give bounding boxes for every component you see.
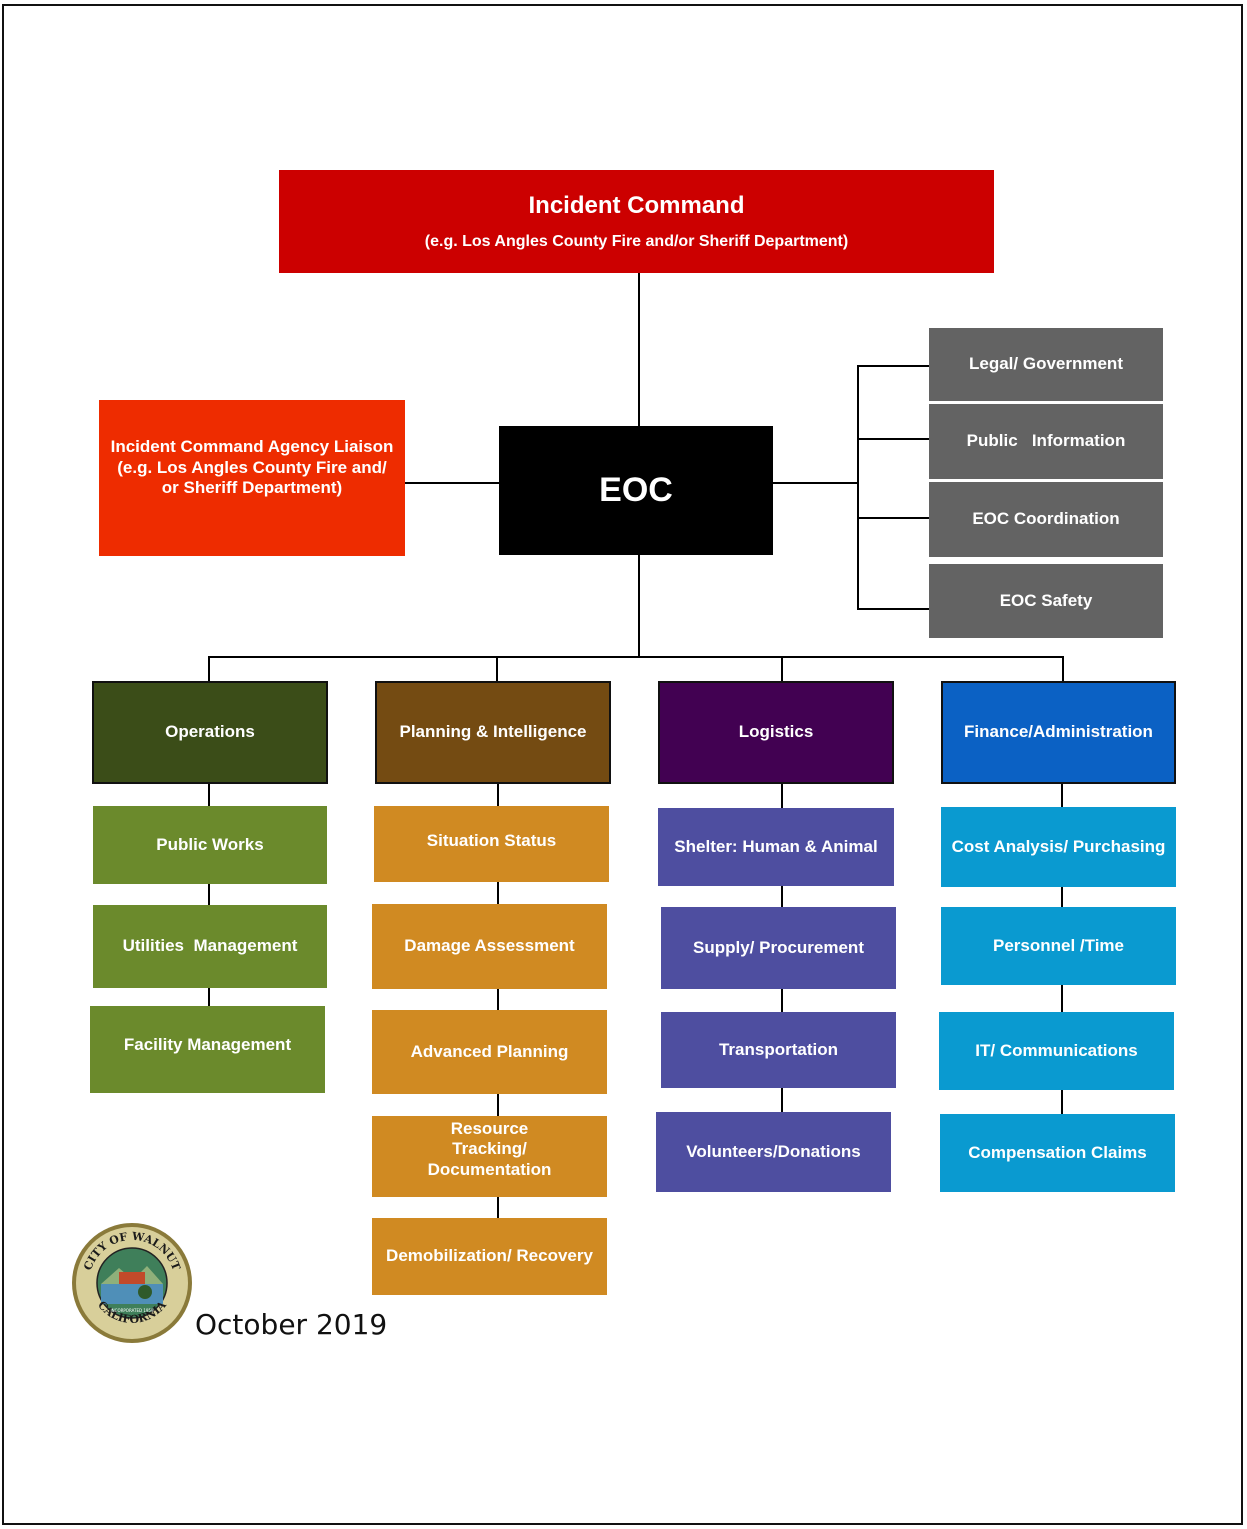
connector-eoc-sections xyxy=(638,554,640,658)
section-planning-intelligence: Planning & Intelligence xyxy=(375,681,611,784)
liaison-line-1: Incident Command Agency Liaison xyxy=(110,437,394,457)
unit-public-works: Public Works xyxy=(93,806,327,884)
seal-incorporated: INCORPORATED 1959 xyxy=(111,1308,154,1313)
unit-label: Resource Tracking/ Documentation xyxy=(427,1118,552,1179)
incident-command-box: Incident Command (e.g. Los Angles County… xyxy=(279,170,994,273)
unit-label: IT/ Communications xyxy=(975,1040,1138,1060)
connector-ic-eoc xyxy=(638,272,640,427)
staff-legal-government: Legal/ Government xyxy=(929,328,1163,401)
unit-facility-management: Facility Management xyxy=(90,1006,325,1093)
agency-liaison-box: Incident Command Agency Liaison (e.g. Lo… xyxy=(99,400,405,556)
section-label: Planning & Intelligence xyxy=(399,722,587,742)
unit-label: Volunteers/Donations xyxy=(686,1141,861,1161)
unit-label: Demobilization/ Recovery xyxy=(386,1246,593,1266)
connector-liaison-eoc xyxy=(405,482,500,484)
unit-label: Public Works xyxy=(156,834,264,854)
connector-eoc-staff xyxy=(773,482,858,484)
unit-cost-analysis-purchasing: Cost Analysis/ Purchasing xyxy=(941,807,1176,887)
eoc-box: EOC xyxy=(499,426,773,555)
incident-command-title: Incident Command xyxy=(528,191,745,219)
staff-public-information: Public Information xyxy=(929,404,1163,479)
unit-label: Facility Management xyxy=(123,1035,292,1055)
unit-damage-assessment: Damage Assessment xyxy=(372,904,607,989)
unit-compensation-claims: Compensation Claims xyxy=(940,1114,1175,1192)
incident-command-subtitle: (e.g. Los Angles County Fire and/or Sher… xyxy=(424,233,849,251)
unit-it-communications: IT/ Communications xyxy=(939,1012,1174,1090)
liaison-line-3: or Sheriff Department) xyxy=(161,478,343,498)
connector-staff-vertical xyxy=(857,365,859,610)
unit-situation-status: Situation Status xyxy=(374,806,609,882)
unit-label: Utilities Management xyxy=(122,936,298,956)
unit-transportation: Transportation xyxy=(661,1012,896,1088)
liaison-line-2: (e.g. Los Angles County Fire and/ xyxy=(117,457,387,477)
staff-eoc-coordination: EOC Coordination xyxy=(929,482,1163,557)
unit-advanced-planning: Advanced Planning xyxy=(372,1010,607,1094)
unit-label: Supply/ Procurement xyxy=(693,937,864,957)
staff-label: Legal/ Government xyxy=(969,354,1123,374)
staff-label: EOC Safety xyxy=(999,590,1093,610)
unit-label: Damage Assessment xyxy=(404,936,575,956)
unit-label: Transportation xyxy=(718,1039,838,1059)
connector-staff-1 xyxy=(857,365,929,367)
unit-label: Personnel /Time xyxy=(992,935,1124,955)
unit-shelter: Shelter: Human & Animal xyxy=(658,808,894,886)
connector-section-drop-1 xyxy=(208,656,210,682)
page-frame xyxy=(2,4,1243,1525)
connector-section-drop-2 xyxy=(496,656,498,682)
section-label: Operations xyxy=(165,722,255,742)
section-label: Logistics xyxy=(738,722,814,742)
staff-label: Public Information xyxy=(966,431,1126,451)
section-finance-administration: Finance/Administration xyxy=(941,681,1176,784)
unit-label: Advanced Planning xyxy=(410,1041,569,1061)
unit-label: Cost Analysis/ Purchasing xyxy=(951,836,1166,856)
footer-date: October 2019 xyxy=(195,1308,388,1341)
connector-sections-bar xyxy=(208,656,1064,658)
unit-demobilization-recovery: Demobilization/ Recovery xyxy=(372,1218,607,1295)
unit-resource-tracking: Resource Tracking/ Documentation xyxy=(372,1116,607,1197)
section-logistics: Logistics xyxy=(658,681,894,784)
staff-label: EOC Coordination xyxy=(972,509,1120,529)
connector-section-drop-4 xyxy=(1062,656,1064,682)
connector-staff-4 xyxy=(857,608,929,610)
connector-planning-units xyxy=(497,782,499,1220)
connector-staff-2 xyxy=(857,438,929,440)
unit-utilities-management: Utilities Management xyxy=(93,905,327,988)
unit-label: Situation Status xyxy=(426,830,557,850)
unit-personnel-time: Personnel /Time xyxy=(941,907,1176,985)
connector-operations-units xyxy=(208,782,210,1007)
eoc-label: EOC xyxy=(599,471,673,510)
section-label: Finance/Administration xyxy=(964,722,1153,742)
city-seal-logo: CITY OF WALNUT CALIFORNIA INCORPORATED 1… xyxy=(72,1223,192,1343)
connector-section-drop-3 xyxy=(781,656,783,682)
connector-staff-3 xyxy=(857,517,929,519)
section-operations: Operations xyxy=(92,681,328,784)
unit-volunteers-donations: Volunteers/Donations xyxy=(656,1112,891,1192)
unit-label: Shelter: Human & Animal xyxy=(674,836,878,856)
unit-label: Compensation Claims xyxy=(968,1142,1147,1162)
unit-supply-procurement: Supply/ Procurement xyxy=(661,907,896,989)
staff-eoc-safety: EOC Safety xyxy=(929,564,1163,638)
